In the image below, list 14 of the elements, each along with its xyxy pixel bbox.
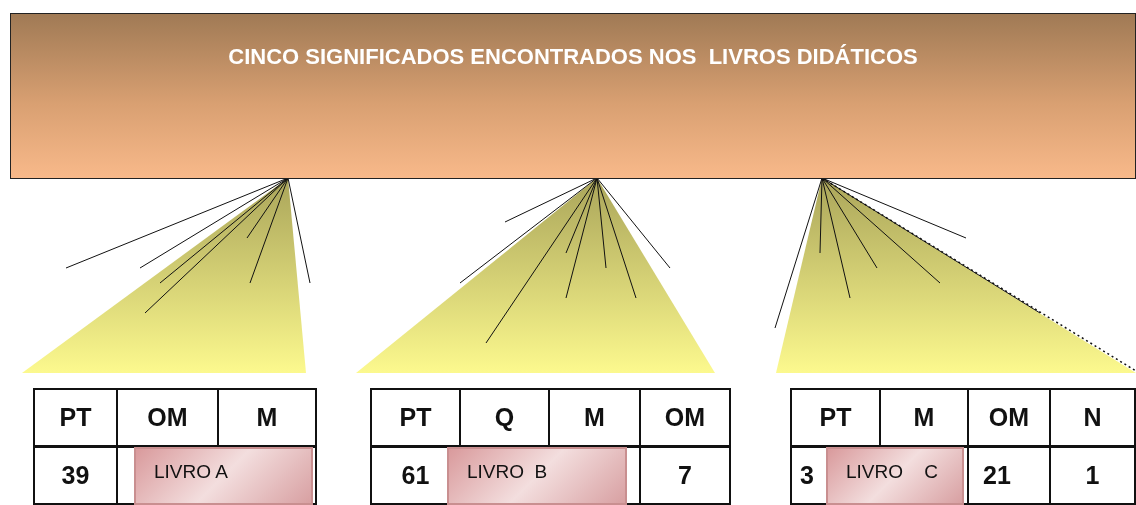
book-label: LIVRO C: [826, 447, 964, 505]
table-cell: 39: [33, 446, 118, 505]
book-label: LIVRO B: [447, 447, 627, 505]
title-text: CINCO SIGNIFICADOS ENCONTRADOS NOS LIVROS DIDÁTICOS: [228, 44, 918, 71]
table-cell: PT: [370, 388, 461, 447]
table-cell: 1: [1049, 446, 1136, 505]
table-cell: OM: [639, 388, 731, 447]
table-cell: OM: [967, 388, 1051, 447]
table-cell: M: [217, 388, 317, 447]
table-cell: N: [1049, 388, 1136, 447]
book-label: LIVRO A: [134, 447, 313, 505]
table-cell: 21: [967, 446, 1051, 505]
table-cell: PT: [33, 388, 118, 447]
table-cell: 7: [639, 446, 731, 505]
